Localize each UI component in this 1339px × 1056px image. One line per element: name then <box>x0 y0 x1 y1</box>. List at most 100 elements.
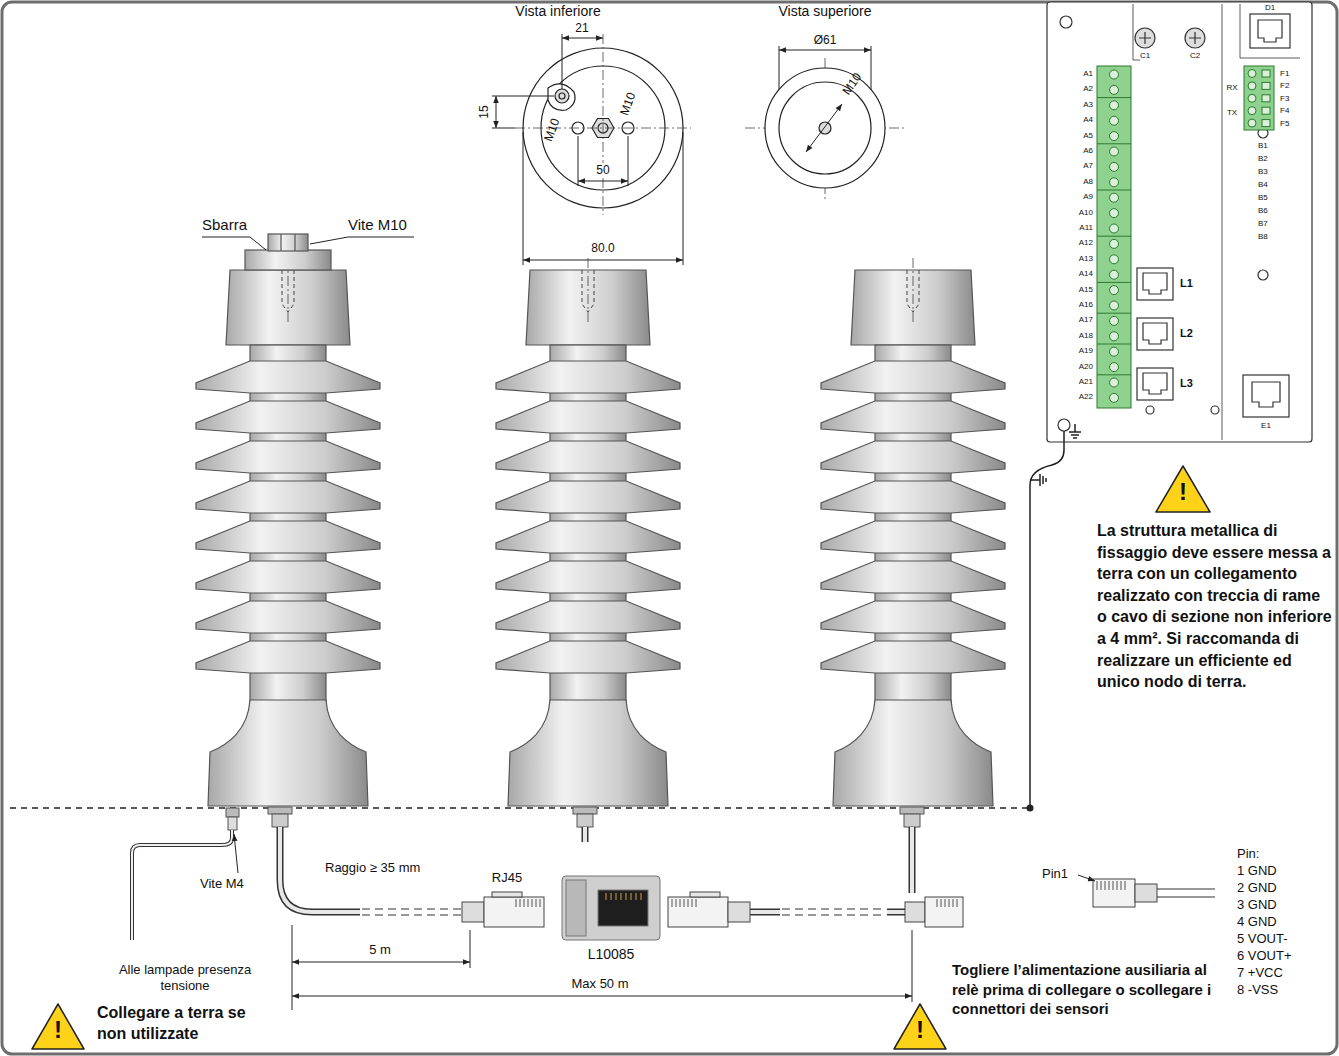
dimension: 21 <box>575 21 588 35</box>
busbar <box>245 234 331 270</box>
sensor-cable <box>582 827 589 842</box>
dimension: 50 <box>594 163 611 177</box>
warning-mark: ! <box>916 1016 924 1045</box>
sensor-cable <box>362 914 462 915</box>
warning-note: Togliere l’alimentazione ausiliaria al r… <box>952 960 1234 1019</box>
busbar <box>245 250 331 270</box>
terminal-block <box>1262 107 1270 114</box>
terminal-label: A20 <box>1079 362 1093 372</box>
rj45-coupler <box>562 876 660 940</box>
warning-triangle <box>1156 466 1210 512</box>
terminal-block <box>1110 85 1119 94</box>
cable-gland <box>577 814 593 827</box>
rj45-plug <box>516 899 540 907</box>
ground-wire <box>1030 431 1064 808</box>
terminal-label: C1 <box>1140 51 1150 61</box>
rj45-plug <box>1093 879 1215 907</box>
dimension: 5 m <box>369 942 391 958</box>
dimension-line <box>578 136 579 186</box>
m4-screw <box>228 817 237 830</box>
center-line <box>515 34 905 215</box>
terminal-block <box>1110 70 1119 79</box>
terminal-label: B6 <box>1258 206 1268 216</box>
terminal-label: C2 <box>1190 51 1200 61</box>
terminal-block <box>1097 98 1131 375</box>
dimension-line <box>292 925 912 1010</box>
terminal-label: F2 <box>1280 81 1289 91</box>
dimension-line <box>578 181 628 182</box>
terminal-label: A15 <box>1079 285 1093 295</box>
relay-panel <box>1143 323 1167 344</box>
warning-note: Collegare a terra se non utilizzate <box>97 1003 257 1045</box>
terminal-block <box>1110 178 1119 187</box>
sensor-cable <box>887 909 905 916</box>
port-label: L1 <box>1180 277 1193 290</box>
relay-panel <box>1189 32 1201 44</box>
pin-name: 2 GND <box>1237 880 1277 896</box>
pin-name: 3 GND <box>1237 897 1277 913</box>
insulator-sensor <box>496 258 680 806</box>
terminal-block <box>1262 120 1270 127</box>
relay-panel <box>1058 419 1070 431</box>
terminal-block <box>1110 255 1119 264</box>
relay-panel <box>1258 20 1282 42</box>
terminal-label: E1 <box>1261 421 1271 431</box>
terminal-block <box>1110 378 1119 387</box>
view-title: Vista superiore <box>778 3 871 20</box>
busbar <box>294 234 295 251</box>
signal-name: TX <box>1227 108 1237 118</box>
terminal-block <box>1110 132 1119 141</box>
warning-note: La struttura metallica di fissaggio deve… <box>1097 520 1332 693</box>
cable-gland <box>268 807 292 814</box>
relay-panel <box>1250 14 1290 48</box>
warning-mark: ! <box>1179 478 1187 507</box>
dimension: 15 <box>477 105 491 118</box>
terminal-block <box>1110 239 1119 248</box>
view-title: Vista inferiore <box>515 3 600 20</box>
relay-panel <box>1137 368 1173 400</box>
terminal-label: B5 <box>1258 193 1268 203</box>
relay-panel <box>1143 373 1167 394</box>
terminal-block <box>1248 70 1256 78</box>
leader-line <box>234 834 238 873</box>
sensor-cable <box>887 910 905 914</box>
rj45-plug <box>484 897 544 927</box>
terminal-block <box>1262 82 1270 89</box>
terminal-label: A19 <box>1079 346 1093 356</box>
pin-name: 5 VOUT- <box>1237 931 1288 947</box>
terminal-block <box>1110 316 1119 325</box>
relay-panel <box>1047 2 1312 442</box>
top-view <box>779 82 871 174</box>
rj45-plug <box>462 902 484 922</box>
part-name: Sbarra <box>202 216 247 234</box>
leader-line <box>310 237 414 244</box>
relay-panel <box>1133 4 1300 440</box>
note: Alle lampade presenza tensione <box>110 962 260 993</box>
dimension: 80.0 <box>591 241 614 255</box>
dimension-line <box>292 925 293 1010</box>
relay-panel <box>1185 28 1205 48</box>
terminal-block <box>1244 66 1274 130</box>
warning-mark: ! <box>54 1016 62 1045</box>
ground-wire <box>1030 424 1081 808</box>
dimension-line <box>562 38 603 39</box>
center-line <box>603 34 604 215</box>
rj45-coupler <box>598 890 648 926</box>
cable-gland <box>573 807 597 814</box>
rj45-plug <box>937 899 957 907</box>
dimension-line <box>292 962 470 963</box>
rj45-plug <box>1093 879 1135 907</box>
terminal-label: A22 <box>1079 392 1093 402</box>
top-view <box>765 68 885 188</box>
terminal-label: A3 <box>1083 100 1093 110</box>
pin-name: 8 -VSS <box>1237 982 1278 998</box>
pin-name: 1 GND <box>1237 863 1277 879</box>
terminal-block <box>1110 209 1119 218</box>
insulator-sensor <box>821 258 1005 806</box>
thread-size: M10 <box>617 91 639 118</box>
sensor-cable <box>362 908 462 909</box>
dimension-line <box>683 132 684 265</box>
relay-panel <box>1137 268 1173 300</box>
terminal-label: A1 <box>1083 69 1093 79</box>
